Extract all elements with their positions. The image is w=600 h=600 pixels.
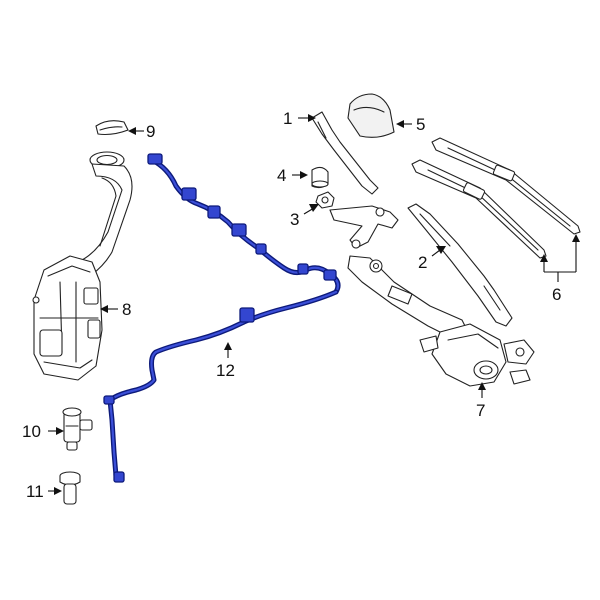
part-wiper-arm-lower[interactable] (407, 203, 513, 327)
callout-11[interactable]: 11 (26, 482, 44, 501)
callout-4-leader (292, 171, 308, 179)
part-washer-reservoir[interactable] (32, 151, 133, 381)
part-washer-hose-highlighted[interactable] (103, 153, 341, 483)
callout-2-leader (431, 246, 446, 257)
callout-6-leader (540, 234, 580, 282)
callout-8[interactable]: 8 (122, 300, 131, 319)
callout-9-leader (128, 127, 144, 135)
callout-11-leader (48, 487, 62, 495)
callout-12-leader (224, 342, 232, 358)
part-wiper-blades[interactable] (411, 137, 581, 259)
part-cowl-cover[interactable] (347, 93, 395, 138)
callout-5-leader (396, 120, 412, 128)
part-washer-pump[interactable] (62, 407, 93, 451)
callout-9[interactable]: 9 (146, 122, 155, 141)
callout-12[interactable]: 12 (216, 361, 235, 380)
part-nut-cap[interactable] (311, 166, 329, 189)
part-clamp-ring[interactable] (95, 120, 129, 136)
callout-2[interactable]: 2 (418, 253, 427, 272)
callout-10-leader (48, 427, 64, 435)
callout-6[interactable]: 6 (552, 285, 561, 304)
callout-5[interactable]: 5 (416, 115, 425, 134)
callout-10[interactable]: 10 (22, 422, 41, 441)
part-wiper-arm-upper[interactable] (311, 111, 399, 249)
callout-3[interactable]: 3 (290, 210, 299, 229)
callout-1[interactable]: 1 (283, 109, 292, 128)
callout-7[interactable]: 7 (476, 401, 485, 420)
callout-4[interactable]: 4 (277, 166, 286, 185)
callout-8-leader (100, 305, 118, 313)
part-nut[interactable] (315, 191, 335, 209)
callout-7-leader (478, 382, 486, 398)
callout-3-leader (303, 204, 319, 215)
part-wiper-motor-linkage[interactable] (347, 255, 535, 387)
part-grommet[interactable] (59, 471, 81, 505)
callout-1-leader (298, 114, 316, 122)
